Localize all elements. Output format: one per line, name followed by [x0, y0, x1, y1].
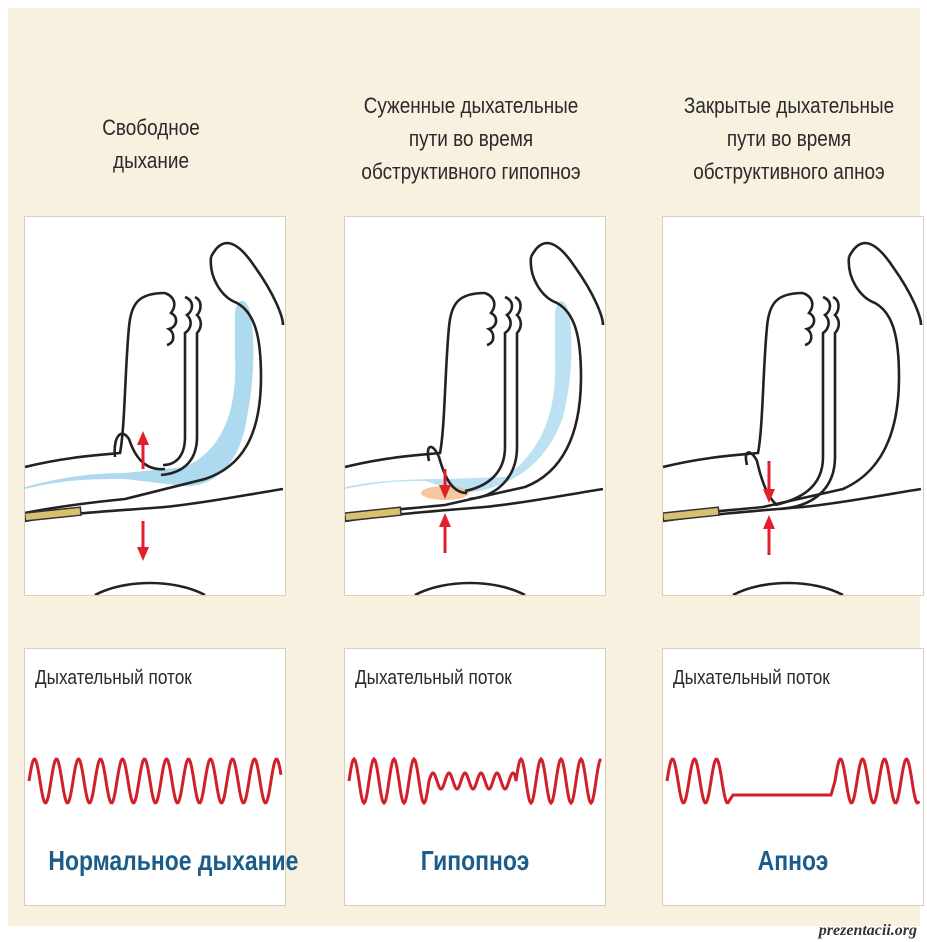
palate-outline — [469, 297, 521, 499]
tongue-outline — [775, 297, 830, 505]
tongue-outline — [465, 297, 512, 491]
breathing-wave — [349, 759, 601, 803]
chest-outline — [95, 583, 205, 595]
column-title: Свободное дыхание — [35, 84, 267, 204]
result-label: Апноэ — [686, 845, 899, 877]
column-title: Закрытые дыхательные пути во время обстр… — [673, 58, 905, 218]
down-arrow-head-icon — [137, 547, 149, 561]
up-arrow-head-icon — [439, 513, 451, 527]
tongue-outline — [163, 297, 192, 465]
face-outline — [663, 293, 803, 467]
column-normal: Свободное дыхание Дыхательный поток — [16, 8, 286, 926]
flow-panel-apnea: Дыхательный поток Апноэ — [662, 648, 924, 906]
airway-illustration-apnea — [662, 216, 924, 596]
column-apnea: Закрытые дыхательные пути во время обстр… — [654, 8, 924, 926]
flow-panel-normal: Дыхательный поток Нормальное дыхание — [24, 648, 286, 906]
watermark: prezentacii.org — [819, 922, 917, 940]
chest-outline — [733, 583, 843, 595]
airway-svg — [663, 217, 923, 595]
airway-flow — [345, 301, 571, 493]
uvula-outline — [746, 452, 777, 505]
pillow-tube — [345, 507, 401, 521]
up-arrow-head-icon — [763, 515, 775, 529]
breathing-wave — [29, 759, 281, 803]
nose-outline — [165, 293, 176, 345]
airway-illustration-normal — [24, 216, 286, 596]
result-label: Гипопноэ — [368, 845, 581, 877]
face-outline — [345, 293, 485, 467]
column-title: Суженные дыхательные пути во время обстр… — [355, 58, 587, 218]
nose-outline — [485, 293, 496, 345]
chest-outline — [415, 583, 525, 595]
head-back-outline — [663, 243, 921, 517]
airway-illustration-hypopnea — [344, 216, 606, 596]
nose-outline — [803, 293, 814, 345]
palate-outline — [161, 297, 201, 475]
airway-svg — [345, 217, 605, 595]
pillow-tube — [663, 507, 719, 521]
airway-svg — [25, 217, 285, 595]
breathing-wave — [667, 759, 919, 803]
result-label: Нормальное дыхание — [48, 845, 261, 877]
flow-panel-hypopnea: Дыхательный поток Гипопноэ — [344, 648, 606, 906]
column-hypopnea: Суженные дыхательные пути во время обстр… — [336, 8, 606, 926]
diagram-frame: Свободное дыхание Дыхательный поток — [8, 8, 920, 926]
up-arrow-head-icon — [137, 431, 149, 445]
